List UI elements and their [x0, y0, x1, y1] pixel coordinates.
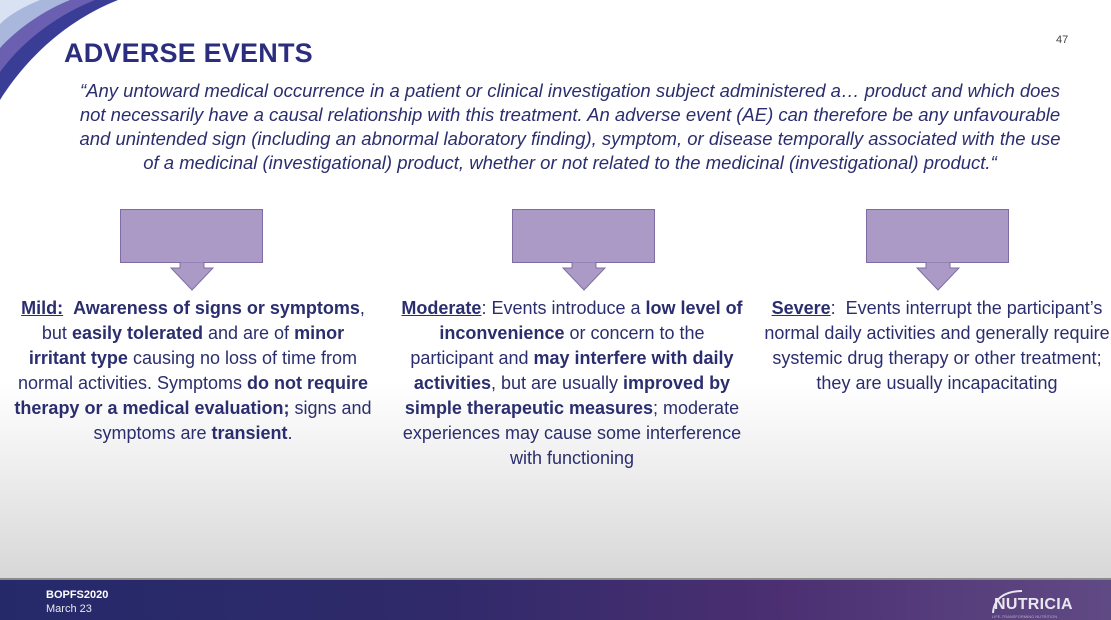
- text: transient: [211, 423, 288, 443]
- logo-tagline: LIFE-TRANSFORMING NUTRITION: [992, 614, 1058, 619]
- slide-title: ADVERSE EVENTS: [64, 38, 313, 68]
- page-number: 47: [1056, 34, 1069, 46]
- mild-description: Mild: Awareness of signs or symptoms, bu…: [12, 296, 374, 446]
- text: low level of inconvenience: [439, 298, 743, 343]
- decorative-swoosh: [0, 0, 118, 100]
- moderate-label: Moderate: [401, 298, 482, 318]
- footer-bar: BOPFS2020 March 23 NUTRICIA LIFE-TRANSFO…: [0, 578, 1111, 620]
- severe-description: Severe: Events interrupt the participant…: [764, 296, 1110, 396]
- text: and are of: [203, 323, 295, 343]
- text: , but are usually: [490, 373, 624, 393]
- logo-arc-icon: [992, 590, 1023, 614]
- text: .: [287, 423, 293, 443]
- text: causing no loss of time from normal acti…: [17, 348, 358, 393]
- text: do not require therapy or a medical eval…: [14, 373, 369, 418]
- text: Awareness of signs or symptoms: [73, 298, 360, 318]
- text: improved by simple therapeutic measures: [404, 373, 731, 418]
- text: ; moderate experiences may cause some in…: [402, 398, 742, 468]
- moderate-description: Moderate: Events introduce a low level o…: [396, 296, 748, 471]
- text: or concern to the participant and: [410, 323, 705, 368]
- footer-event: BOPFS2020: [46, 589, 109, 601]
- text: : Events introduce a: [481, 298, 646, 318]
- text: signs and symptoms are: [93, 398, 372, 443]
- text: easily tolerated: [71, 323, 203, 343]
- text: : Events interrupt the participant’s nor…: [764, 298, 1110, 393]
- moderate-box: [512, 209, 655, 263]
- ae-definition-quote: “Any untoward medical occurrence in a pa…: [79, 80, 1061, 173]
- text: , but: [41, 298, 365, 343]
- text: minor irritant type: [28, 323, 345, 368]
- nutricia-logo: NUTRICIA LIFE-TRANSFORMING NUTRITION: [988, 582, 1088, 619]
- mild-box: [120, 209, 263, 263]
- text: may interfere with daily activities: [413, 348, 734, 393]
- text: [63, 298, 73, 318]
- mild-label: Mild:: [21, 298, 64, 318]
- logo-name: NUTRICIA: [994, 596, 1073, 613]
- severe-box: [866, 209, 1009, 263]
- footer-date: March 23: [46, 603, 92, 615]
- severe-label: Severe: [771, 298, 831, 318]
